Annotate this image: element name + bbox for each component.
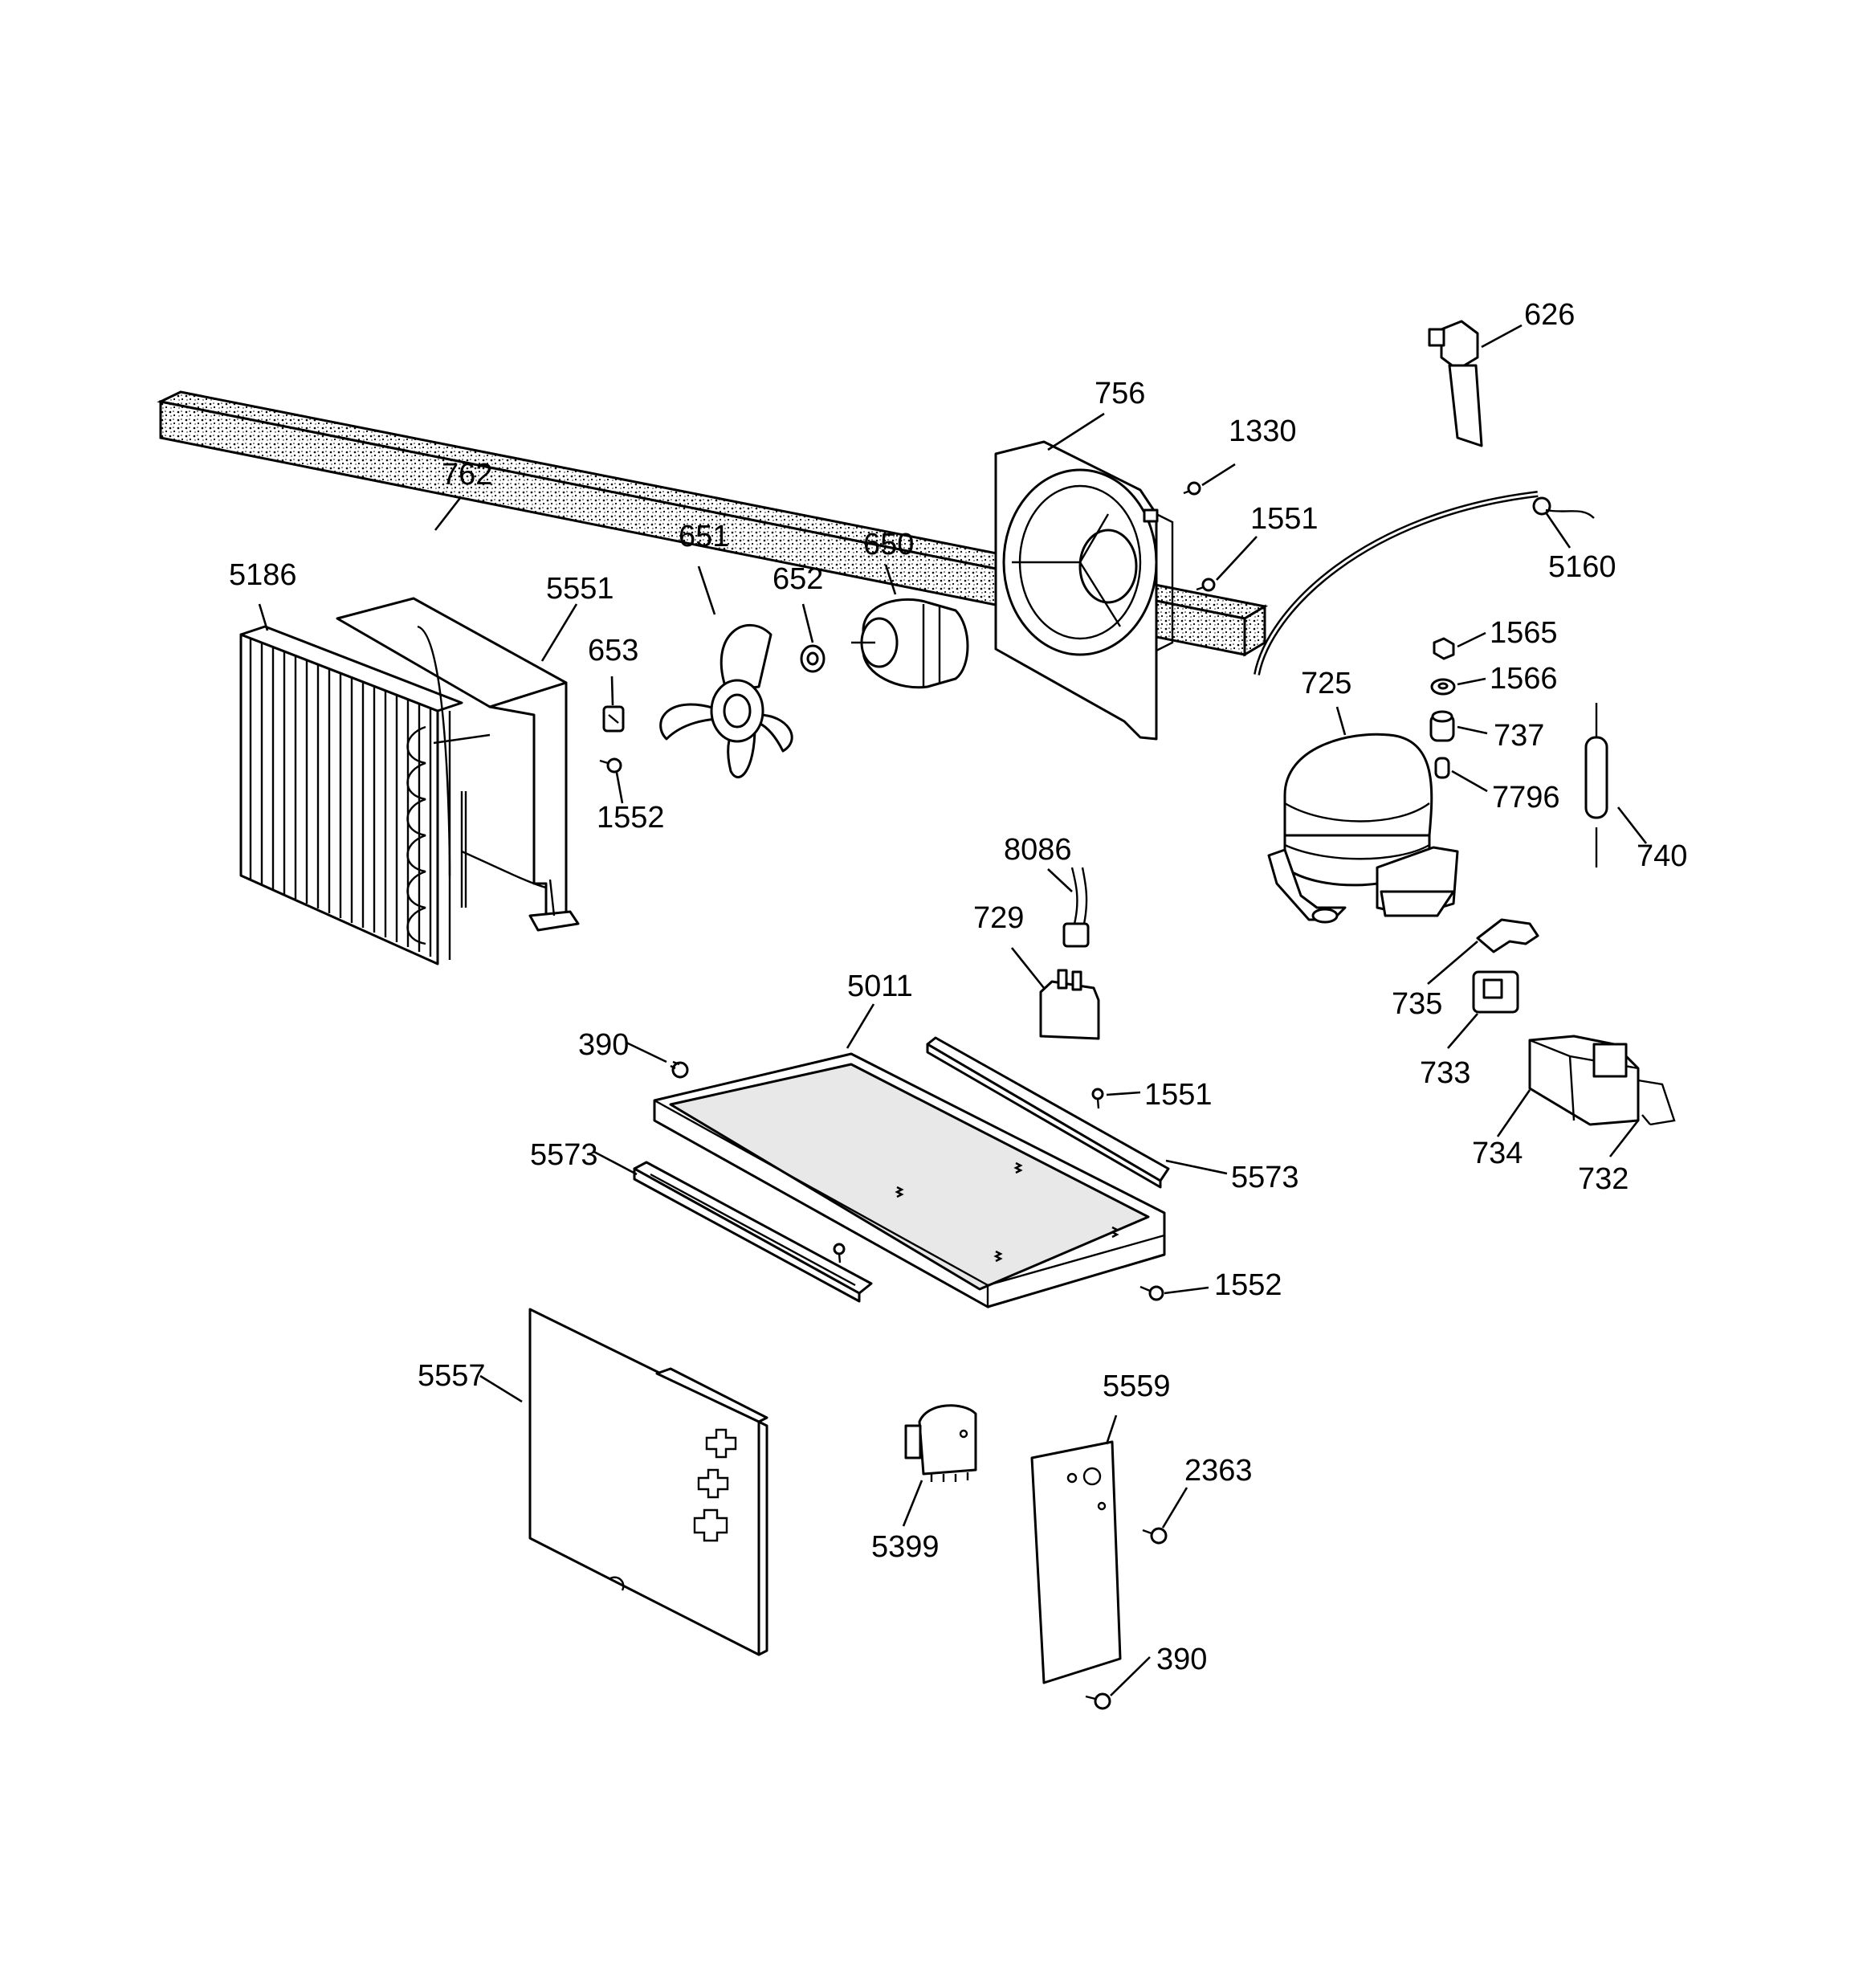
callout-1551-top: 1551 <box>1250 502 1319 536</box>
access-panel-part <box>528 1308 768 1656</box>
compressor-part <box>1267 733 1459 924</box>
callout-756: 756 <box>1095 377 1145 410</box>
callout-5399: 5399 <box>871 1530 940 1564</box>
callout-650: 650 <box>863 528 914 561</box>
relay-729-part <box>1039 969 1100 1040</box>
callout-651: 651 <box>679 520 729 553</box>
leader-lines <box>258 324 1648 1696</box>
screw-pan-part <box>833 1243 846 1263</box>
fan-shroud-part <box>994 440 1174 741</box>
callout-5186: 5186 <box>229 558 297 592</box>
shroud-bracket-part <box>336 597 580 932</box>
drier-part <box>1584 703 1608 867</box>
clip-part <box>602 705 625 733</box>
callout-5573-right: 5573 <box>1231 1161 1299 1194</box>
callout-729: 729 <box>973 901 1024 935</box>
callout-737: 737 <box>1494 719 1544 753</box>
screw-1552-top-part <box>599 757 622 774</box>
callout-390-bottom: 390 <box>1156 1643 1207 1676</box>
screw-1330-part <box>1183 481 1201 496</box>
callout-labels: 626 756 1330 762 1551 651 650 5160 5186 … <box>229 298 1687 1676</box>
callout-1330: 1330 <box>1229 414 1297 448</box>
callout-5559: 5559 <box>1103 1370 1171 1403</box>
callout-734: 734 <box>1472 1137 1523 1170</box>
washer-part <box>800 644 826 673</box>
start-relay-734-part <box>1528 1035 1640 1126</box>
callout-1551-mid: 1551 <box>1144 1078 1213 1112</box>
defrost-timer-part <box>904 1404 977 1482</box>
callout-725: 725 <box>1301 667 1351 700</box>
callout-652: 652 <box>773 562 823 596</box>
screw-390-bottom-part <box>1085 1692 1111 1710</box>
screw-1551-mid-part <box>1091 1088 1104 1109</box>
fan-blade-part <box>659 624 793 779</box>
cover-735-part <box>1476 918 1539 953</box>
harness-plug-part <box>1062 867 1090 948</box>
base-pan-part <box>653 1052 1166 1309</box>
callout-1552-top: 1552 <box>597 801 665 835</box>
callout-626: 626 <box>1524 298 1575 332</box>
callout-1566: 1566 <box>1490 662 1558 696</box>
screw-390-top-part <box>670 1060 689 1079</box>
callout-2363: 2363 <box>1184 1454 1253 1488</box>
nut-1565-part <box>1433 637 1455 660</box>
screw-1552-mid-part <box>1139 1285 1164 1301</box>
callout-1552-mid: 1552 <box>1214 1268 1282 1302</box>
rail-5573-left-part <box>633 1161 873 1303</box>
callout-740: 740 <box>1637 839 1687 873</box>
callout-5551: 5551 <box>546 572 614 606</box>
callout-390-top: 390 <box>578 1028 629 1062</box>
callout-735: 735 <box>1392 987 1442 1021</box>
callout-8086: 8086 <box>1004 833 1072 867</box>
clip-732-part <box>1637 1079 1676 1126</box>
callout-762: 762 <box>442 458 492 492</box>
callout-7796: 7796 <box>1492 781 1560 814</box>
callout-5160: 5160 <box>1548 550 1616 584</box>
power-connector-part <box>1428 320 1483 447</box>
sleeve-7796-part <box>1434 757 1450 779</box>
callout-732: 732 <box>1578 1162 1629 1196</box>
tubing-part <box>1254 491 1595 676</box>
callout-1565: 1565 <box>1490 616 1558 650</box>
callout-5573-left: 5573 <box>530 1138 598 1172</box>
callout-5011: 5011 <box>847 970 913 1003</box>
screw-2363-part <box>1142 1527 1168 1545</box>
condenser-coil-part <box>239 625 491 965</box>
overload-733-part <box>1472 970 1519 1014</box>
grommet-737-part <box>1429 710 1455 742</box>
callout-5557: 5557 <box>418 1359 486 1393</box>
mounting-plate-part <box>1030 1440 1122 1684</box>
rail-5573-right-part <box>926 1036 1170 1189</box>
washer-1566-part <box>1430 678 1456 696</box>
screw-1551-top-part <box>1196 578 1216 592</box>
fan-motor-part <box>851 598 969 689</box>
callout-653: 653 <box>588 634 638 667</box>
callout-733: 733 <box>1420 1056 1470 1090</box>
foam-strip-part <box>157 390 1269 657</box>
